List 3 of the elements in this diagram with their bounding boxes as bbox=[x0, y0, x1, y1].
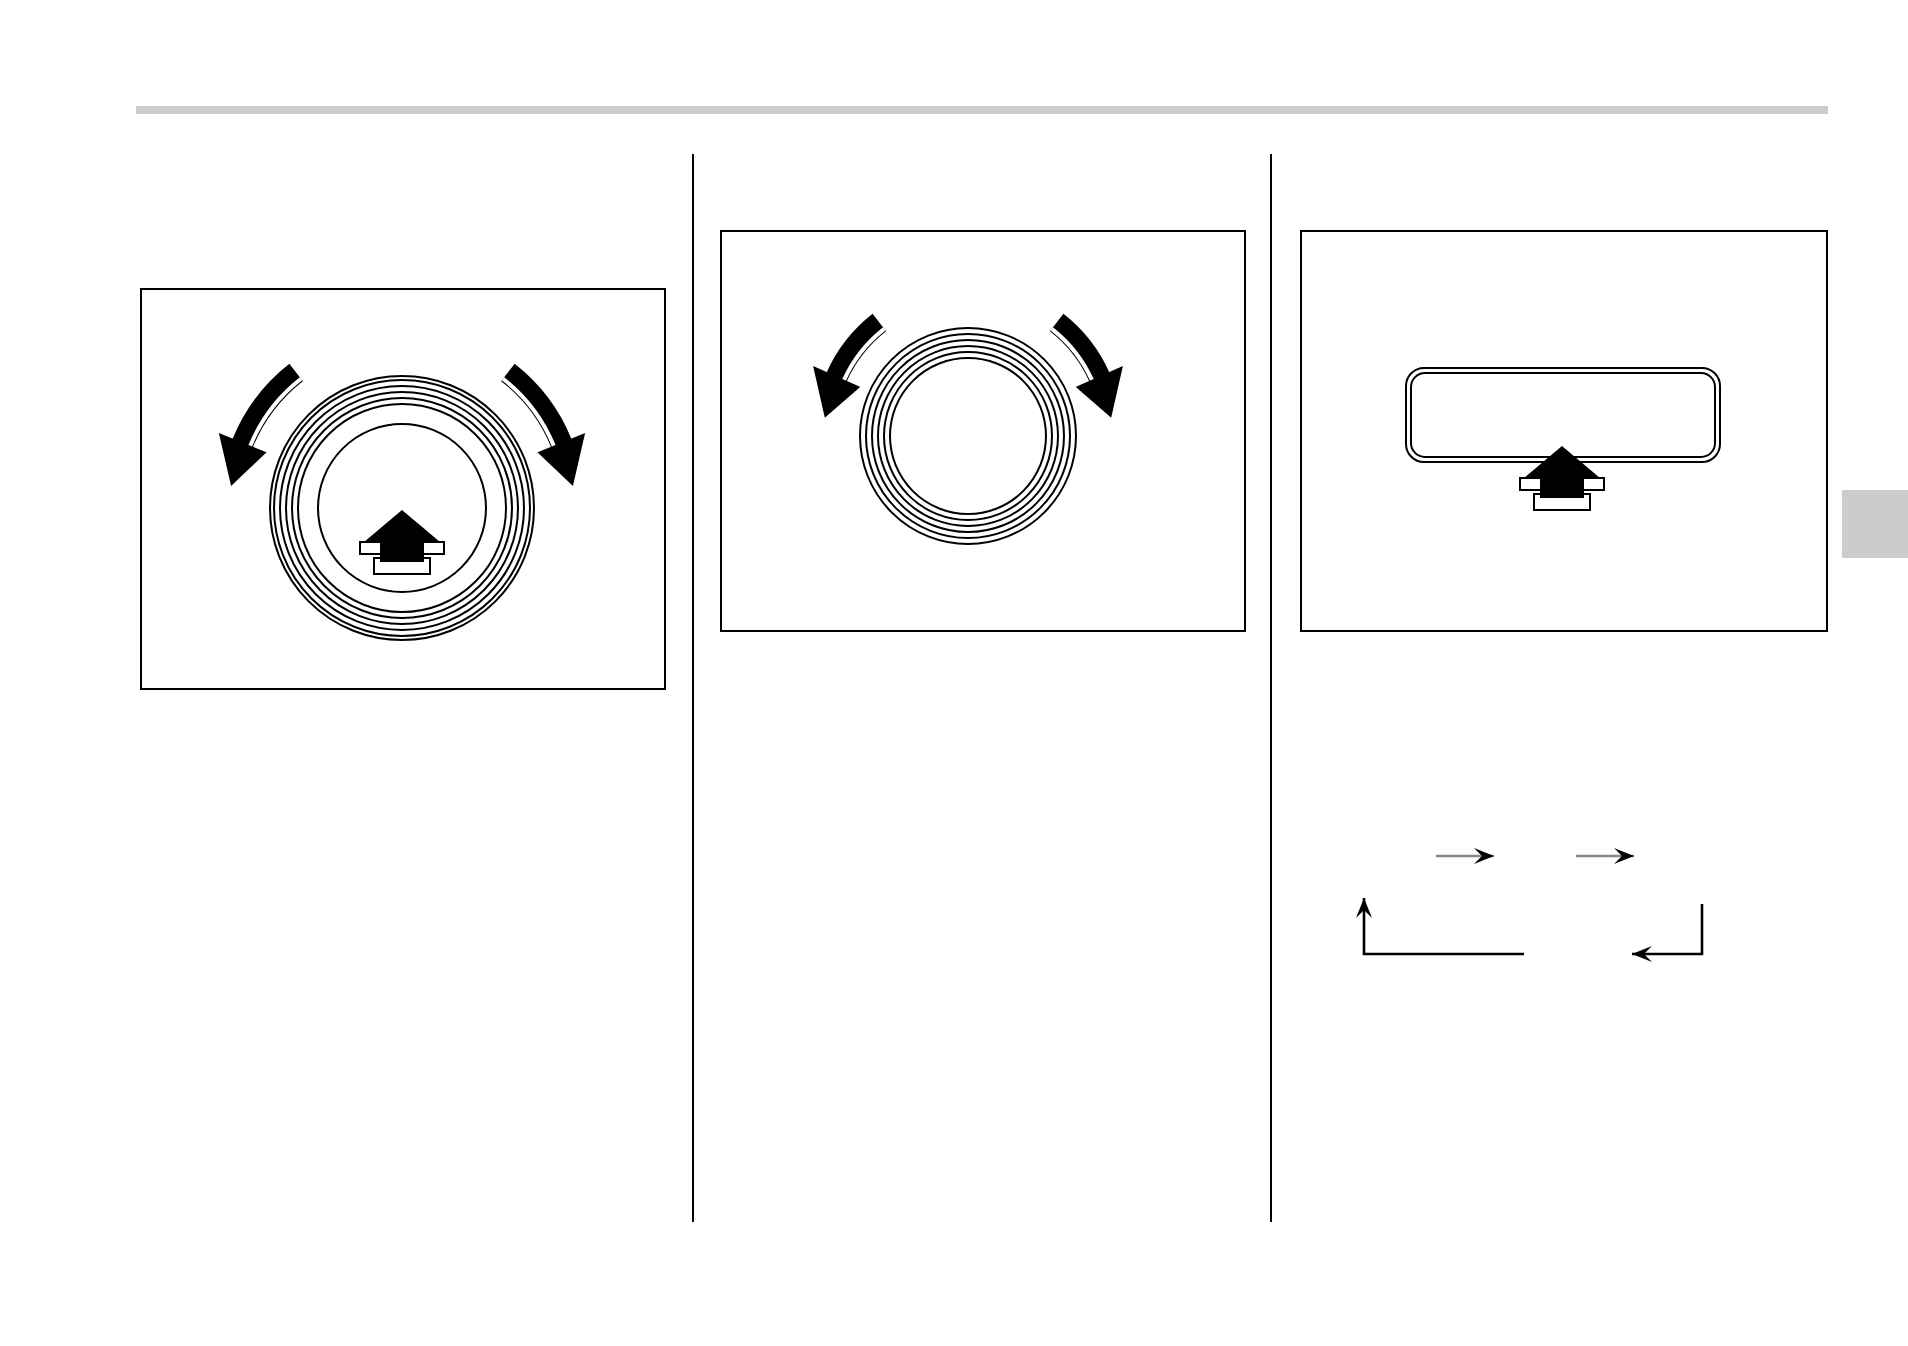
illustration-panel bbox=[720, 230, 1246, 632]
illustration-panel bbox=[140, 288, 666, 690]
illustration-panel bbox=[1300, 230, 1828, 632]
